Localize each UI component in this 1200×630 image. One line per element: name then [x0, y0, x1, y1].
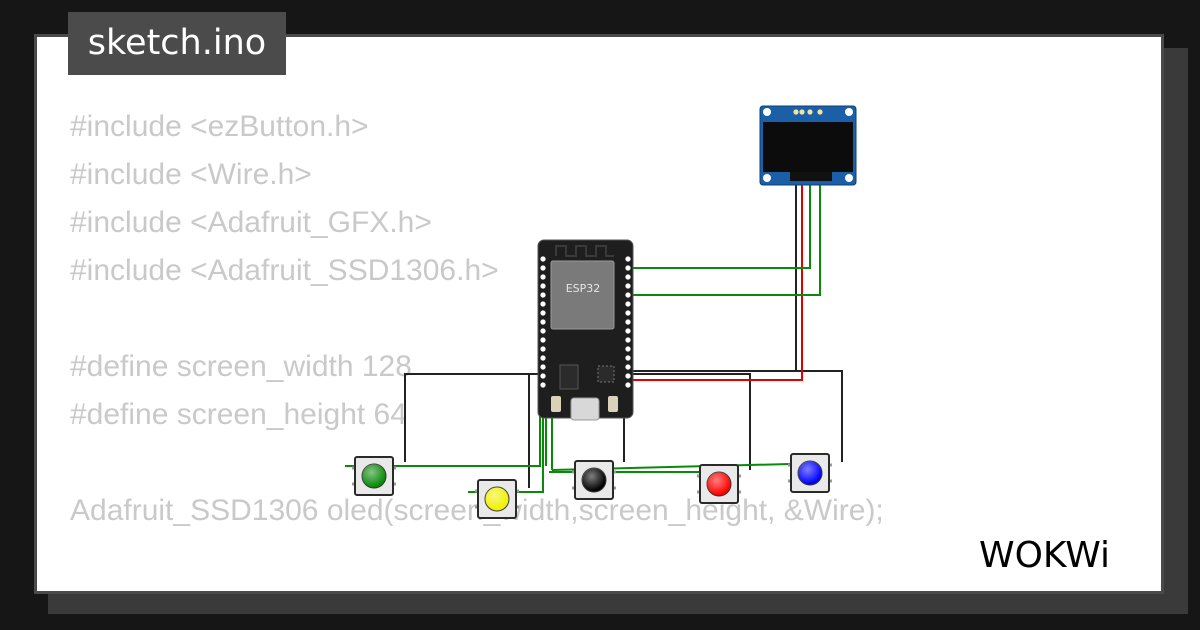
esp32-right-pins	[625, 256, 631, 388]
mount-hole	[845, 108, 853, 116]
boot-button[interactable]	[551, 396, 561, 412]
file-tab[interactable]: sketch.ino	[68, 12, 286, 75]
code-line: #include <Adafruit_GFX.h>	[70, 206, 432, 239]
wire-btn-green[interactable]	[345, 320, 541, 467]
esp32-chip-label: ESP32	[566, 282, 601, 295]
usb-uart-chip	[597, 365, 615, 383]
esp32-board[interactable]: ESP32	[537, 239, 634, 421]
wokwi-logo: WOKWi	[979, 535, 1110, 576]
oled-pin	[817, 109, 823, 115]
code-line: ezButton button1(18);	[70, 583, 884, 591]
push-buttons	[352, 453, 832, 519]
esp32-left-pins	[540, 256, 546, 388]
esp32-chip	[550, 260, 615, 330]
wire-gnd-green[interactable]	[404, 373, 540, 462]
oled-pin	[793, 109, 799, 115]
code-line: #include <Adafruit_SSD1306.h>	[70, 254, 499, 287]
pushbutton-red[interactable]	[697, 464, 741, 504]
oled-screen	[763, 122, 853, 172]
en-button[interactable]	[608, 396, 618, 412]
oled-pin	[799, 109, 805, 115]
button-highlight	[707, 472, 731, 496]
wire-vcc-oled[interactable]	[630, 112, 803, 381]
voltage-regulator	[559, 364, 579, 390]
oled-display[interactable]	[759, 105, 857, 186]
oled-ribbon	[790, 172, 832, 181]
button-highlight	[485, 487, 509, 511]
pushbutton-black[interactable]	[572, 460, 616, 500]
code-line: #include <Wire.h>	[70, 158, 312, 191]
code-line: #define screen_height 64	[70, 398, 407, 431]
mount-hole	[845, 174, 853, 182]
code-editor: #include <ezButton.h> #include <Wire.h> #i…	[70, 103, 884, 591]
wire-gnd-red[interactable]	[630, 373, 751, 470]
oled-pin	[807, 109, 813, 115]
code-line: #define screen_width 128	[70, 350, 412, 383]
pushbutton-green[interactable]	[352, 456, 396, 496]
wire-btn-yellow[interactable]	[468, 330, 544, 493]
antenna-trace	[555, 245, 614, 257]
mount-hole	[763, 108, 771, 116]
code-line: #include <ezButton.h>	[70, 110, 369, 143]
wire-gnd-bus[interactable]	[630, 370, 843, 462]
button-highlight	[362, 464, 386, 488]
pushbutton-blue[interactable]	[788, 453, 832, 493]
button-highlight	[582, 468, 606, 492]
usb-port	[570, 397, 600, 421]
pushbutton-yellow[interactable]	[475, 479, 519, 519]
mount-hole	[763, 174, 771, 182]
button-highlight	[798, 461, 822, 485]
brand-name: WOKWi	[979, 535, 1110, 576]
